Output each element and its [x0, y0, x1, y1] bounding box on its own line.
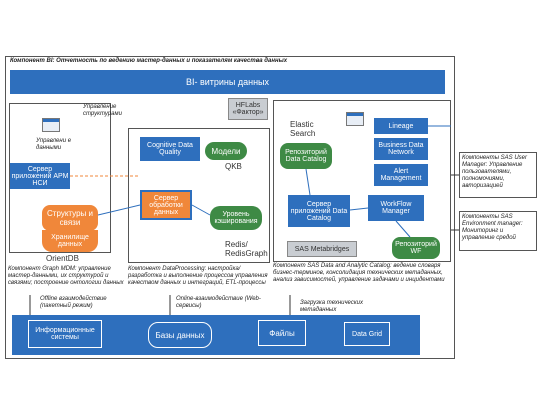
elastic-label: Elastic Search	[290, 120, 316, 138]
cache-db: Уровень кэширования	[210, 206, 262, 230]
bi-caption: Компонент BI: Отчетность по ведению маст…	[10, 58, 288, 64]
cognitive-dq: Cognitive Data Quality	[140, 137, 200, 161]
files-box: Файлы	[258, 320, 306, 346]
catalog-caption: Компонент SAS Data and Analytic Catalog:…	[273, 263, 445, 283]
bnet-box: Business Data Network	[374, 138, 428, 160]
window-icon-mdm	[42, 118, 60, 132]
datagrid-box: Data Grid	[344, 322, 390, 346]
orientdb-label: OrientDB	[46, 254, 79, 263]
metadata-label: Загрузка технических метаданных	[300, 300, 363, 313]
mdm-caption: Компонент Graph MDM: управление мастер-д…	[8, 266, 124, 286]
user-manager-box: Компоненты SAS User Manager: Управление …	[459, 152, 537, 198]
online-label: Online-взаимодействие (Web-сервисы)	[176, 296, 261, 309]
hflabs-box: HFLabs «Фактор»	[228, 98, 268, 120]
models-db: Модели	[205, 142, 247, 160]
offline-label: Offline взаимодействие (пакетный режим)	[40, 296, 107, 309]
dq-caption: Компонент DataProcessing: настройка/ раз…	[128, 266, 268, 286]
redis-label: Redis/ RedisGraph	[225, 240, 268, 258]
dq-server: Сервер обработки данных	[140, 190, 192, 220]
workflow-box: WorkFlow Manager	[368, 195, 424, 221]
mdm-app-server: Сервер приложений АРМ НСИ	[10, 163, 70, 189]
mdm-label-management: Управление структурами	[83, 104, 122, 117]
lineage-box: Lineage	[374, 118, 428, 134]
bi-bar: BI- витрины данных	[10, 70, 445, 94]
qkb-label: QKB	[225, 162, 242, 171]
infosys-box: Информационные системы	[28, 320, 102, 348]
databases-box: Базы данных	[148, 322, 212, 348]
mdm-structures: Структуры и связи	[42, 205, 98, 231]
mdm-label-data: Управлени е данными	[36, 138, 72, 151]
metabridges-box: SAS Metabridges	[287, 241, 357, 257]
repo-wf: Репозиторий WF	[392, 237, 440, 259]
repo-catalog: Репозиторий Data Catalog	[280, 143, 332, 169]
alert-box: Alert Management	[374, 164, 428, 186]
mdm-storage: Хранилище данных	[42, 230, 98, 252]
env-manager-box: Компоненты SAS Environment manager: Мони…	[459, 211, 537, 251]
window-icon-catalog	[346, 112, 364, 126]
catalog-server: Сервер приложений Data Catalog	[288, 195, 350, 227]
